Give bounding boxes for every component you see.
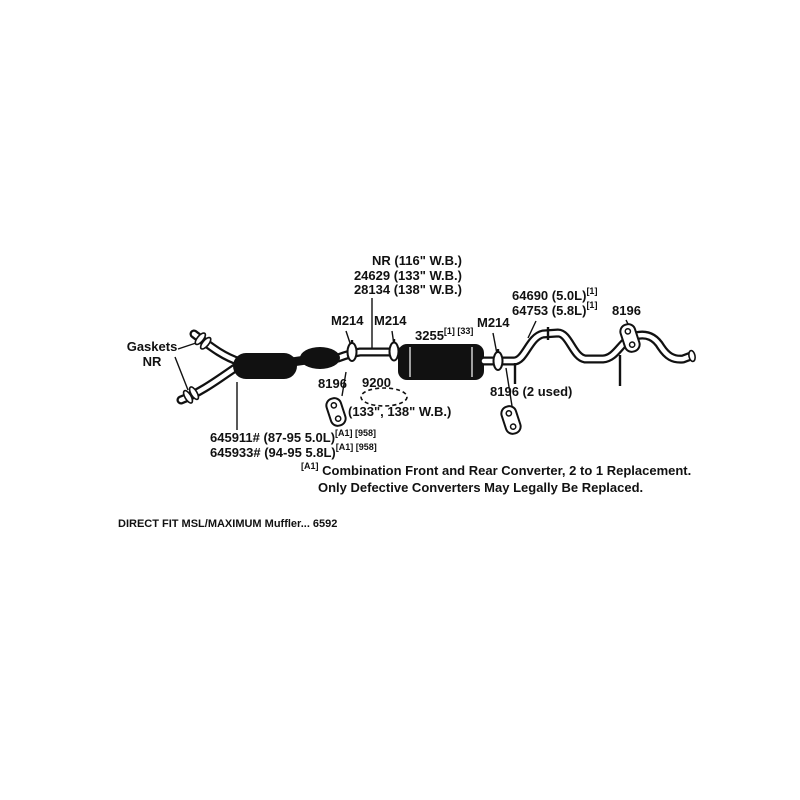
catalytic-converter	[233, 347, 340, 379]
clamp-label-2: M214	[374, 313, 407, 328]
footnote-line-2: Only Defective Converters May Legally Be…	[318, 480, 644, 495]
wb-option-3: 28134 (138" W.B.)	[353, 282, 462, 297]
footnote-line-1: [A1] Combination Front and Rear Converte…	[301, 460, 692, 478]
tailpipe	[479, 327, 696, 366]
resonator-label: 9200	[362, 375, 391, 390]
converter-option-1: 645911# (87-95 5.0L)[A1] [958]	[210, 427, 377, 445]
clamp-1	[346, 340, 358, 362]
hanger-bracket-right	[619, 323, 641, 353]
resonator-wb-note: (133", 138" W.B.)	[348, 404, 452, 419]
muffler-body	[398, 344, 484, 380]
clamp-label-1: M214	[331, 313, 364, 328]
clamp-3	[492, 349, 504, 371]
gasket-flange-upper	[194, 332, 212, 350]
clamp-2	[388, 339, 400, 362]
gasket-flange-lower	[182, 386, 200, 404]
clamp-label-3: M214	[477, 315, 510, 330]
hanger-label-right: 8196	[612, 303, 641, 318]
wb-option-2: 24629 (133" W.B.)	[353, 267, 462, 283]
hanger-bracket-rear	[500, 405, 522, 435]
resonator-outline	[360, 387, 408, 407]
wheelbase-pipe-options: NR (116" W.B.) 24629 (133" W.B.) 28134 (…	[337, 253, 462, 298]
converter-option-2: 645933# (94-95 5.8L)[A1] [958]	[210, 442, 377, 460]
product-caption: DIRECT FIT MSL/MAXIMUM Muffler... 6592	[118, 518, 338, 530]
tailpipe-option-2: 64753 (5.8L)[1]	[512, 300, 598, 318]
wb-option-1: NR (116" W.B.)	[372, 253, 462, 268]
hanger-bracket-mid	[325, 397, 347, 427]
hanger-label-rear: 8196 (2 used)	[490, 384, 573, 399]
muffler-label: 3255[1] [33]	[415, 325, 474, 343]
gaskets-label: Gaskets NR	[126, 339, 178, 369]
tailpipe-labels: 64690 (5.0L)[1] 64753 (5.8L)[1]	[512, 285, 598, 318]
tailpipe-option-1: 64690 (5.0L)[1]	[512, 285, 598, 303]
leader-lines	[174, 298, 630, 430]
hanger-label-mid: 8196	[318, 376, 347, 391]
converter-labels: 645911# (87-95 5.0L)[A1] [958] 645933# (…	[210, 427, 377, 460]
